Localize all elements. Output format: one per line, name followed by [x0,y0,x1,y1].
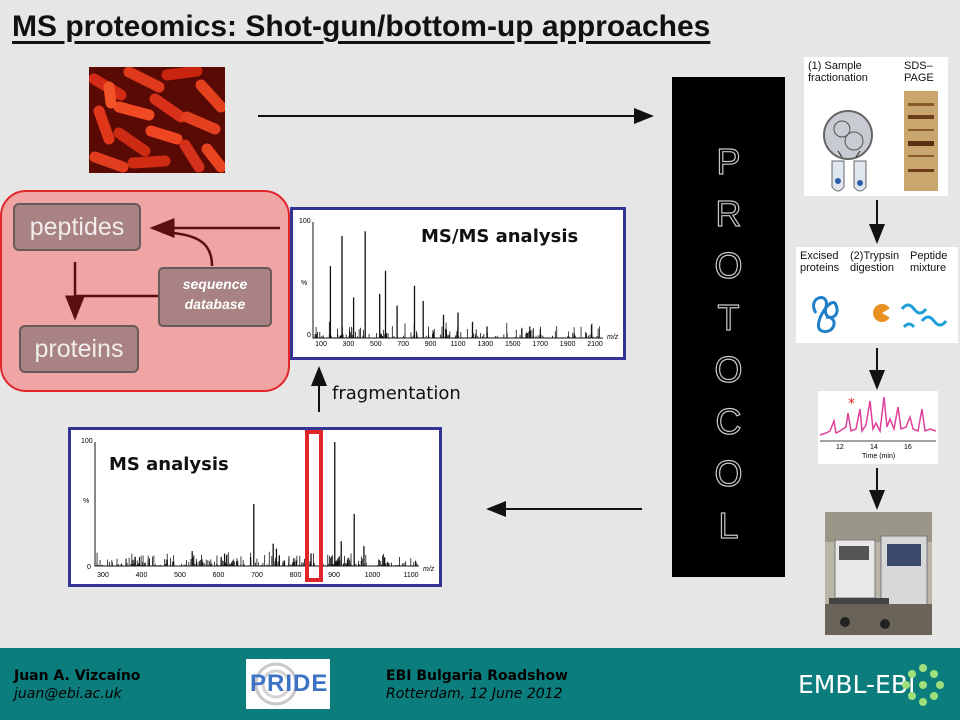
x-tick-label: 1100 [403,572,419,579]
flow-arrows [258,108,885,517]
database-label: database [184,296,246,312]
author-name: Juan A. Vizcaíno [14,668,141,684]
sds-page-label: SDS– PAGE [904,60,934,84]
protocol-letter: C [715,400,742,442]
footer-bar: Juan A. Vizcaíno juan@ebi.ac.uk PRIDE EB… [0,648,960,720]
time-tick-16: 16 [904,444,912,451]
pride-logo-text: PRIDE [250,670,329,697]
protocol-letter: P [716,140,741,182]
trypsin-digestion-image: Excised proteins (2)Trypsin digestion Pe… [796,247,958,343]
peptides-box: peptides [13,203,141,251]
ms-spectrum-panel: MS analysis 100 % 0 m/z 300 400 500 600 700 8… [68,427,442,587]
ms-x-unit: m/z [423,566,435,573]
x-tick-label: 300 [342,341,355,348]
peptides-label: peptides [29,213,125,241]
x-tick-label: 700 [397,341,410,348]
excised-label: Excised proteins [800,250,840,274]
x-tick-label: 1300 [477,341,494,348]
trypsin-label: (2)Trypsin digestion [850,250,900,274]
chromatogram-image: * 12 14 16 Time (min) [818,391,938,464]
protocol-letter: T [717,296,740,338]
ms-y-top: 100 [81,438,93,445]
ms-title: MS analysis [109,454,229,475]
protocol-letter: O [714,348,743,390]
sequence-database-box: sequence database [158,267,272,327]
mass-spectrometer-image [825,512,932,635]
x-tick-label: 2100 [587,341,603,348]
proteins-label: proteins [34,335,124,363]
event-place-date: Rotterdam, 12 June 2012 [386,686,563,702]
msms-x-axis: 100 300 500 700 900 1100 1300 1500 1700 1900 2100 [293,341,623,353]
protocol-letter: O [714,244,743,286]
svg-text:*: * [848,396,855,412]
x-tick-label: 1000 [364,572,381,579]
x-tick-label: 400 [135,572,148,579]
msms-y-bottom: 0 [307,332,311,339]
x-tick-label: 700 [251,572,263,579]
bacteria-image [89,67,225,173]
x-tick-label: 500 [369,341,382,348]
msms-y-top: 100 [299,218,311,225]
embl-ebi-logo-text: EMBL-EBI [798,670,916,699]
author-email[interactable]: juan@ebi.ac.uk [14,686,122,702]
x-tick-label: 300 [97,572,109,579]
embl-ebi-icon [902,664,944,706]
sample-fractionation-image: (1) Sample fractionation SDS– PAGE [804,57,948,196]
protocol-letter: O [714,452,743,494]
protocol-letter: L [718,504,739,546]
fragmentation-label: fragmentation [332,383,461,404]
ms-y-bottom: 0 [87,564,91,571]
msms-y-unit: % [301,280,308,287]
time-tick-14: 14 [870,444,878,451]
msms-title: MS/MS analysis [421,226,579,247]
pride-logo: PRIDE [246,659,330,709]
x-tick-label: 100 [315,341,327,348]
peptide-label: Peptide mixture [910,250,948,274]
sequence-label: sequence [182,276,248,292]
x-tick-label: 1700 [532,341,548,348]
time-tick-12: 12 [836,444,844,451]
db-connectors [65,218,280,321]
ms-y-unit: % [83,498,90,505]
time-axis-label: Time (min) [862,453,896,460]
event-name: EBI Bulgaria Roadshow [386,668,568,684]
msms-spectrum [312,222,603,339]
x-tick-label: 900 [424,341,437,348]
ms-x-axis: 300 400 500 600 700 800 900 1000 1100 [71,572,439,584]
x-tick-label: 1900 [559,341,576,348]
step1-label: (1) Sample fractionation [808,60,868,84]
x-tick-label: 1500 [505,341,521,348]
x-tick-label: 800 [289,572,302,579]
slide-title: MS proteomics: Shot-gun/bottom-up approa… [12,10,711,43]
x-tick-label: 500 [174,572,186,579]
x-tick-label: 900 [328,572,340,579]
selected-precursor-highlight [305,430,323,582]
msms-spectrum-panel: MS/MS analysis 100 % 0 m/z 100 300 500 700 9… [290,207,626,360]
x-tick-label: 600 [212,572,225,579]
x-tick-label: 1100 [450,341,466,348]
proteins-box: proteins [19,325,139,373]
msms-x-unit: m/z [607,334,619,341]
protocol-letter: R [715,192,742,234]
